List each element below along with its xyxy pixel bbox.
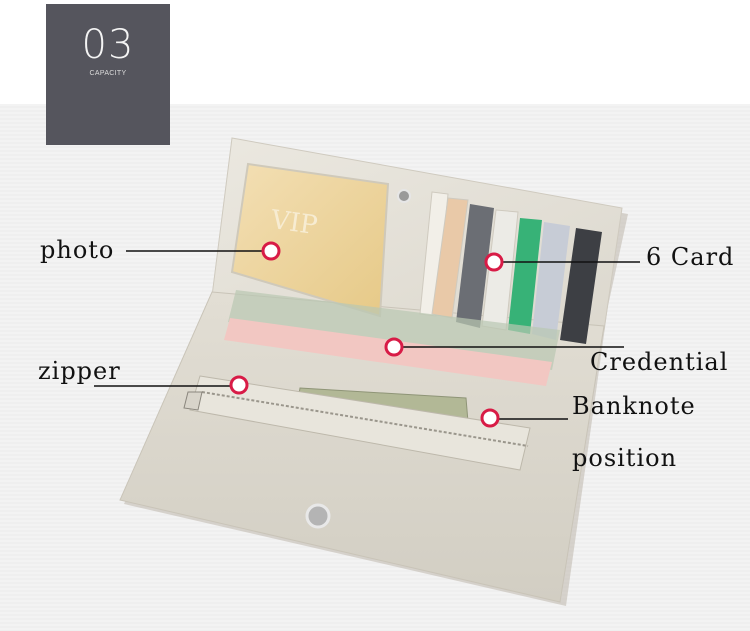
section-subtitle: CAPACITY: [89, 70, 127, 77]
marker-card: [484, 252, 504, 272]
zipper-teeth: [201, 391, 529, 447]
label-card: 6 Card: [646, 243, 735, 271]
section-number: 03: [81, 22, 135, 68]
label-photo: photo: [40, 236, 115, 264]
label-zipper: zipper: [38, 357, 121, 385]
label-banknote: Banknote: [572, 392, 696, 420]
photo-window: VIP: [230, 162, 390, 318]
snap-button-top: [397, 189, 411, 203]
snap-button-bottom: [305, 503, 331, 529]
section-badge: 03 CAPACITY: [46, 4, 170, 145]
marker-credential: [384, 337, 404, 357]
callout-lines: [94, 250, 640, 420]
marker-photo: [261, 241, 281, 261]
callout-markers: [229, 241, 504, 428]
zipper-pull: [183, 391, 203, 411]
marker-zipper: [229, 375, 249, 395]
label-credential: Credential: [590, 348, 729, 376]
card-slots: [419, 191, 602, 344]
label-position: position: [572, 444, 678, 472]
marker-banknote: [480, 408, 500, 428]
svg-text:VIP: VIP: [268, 205, 319, 241]
